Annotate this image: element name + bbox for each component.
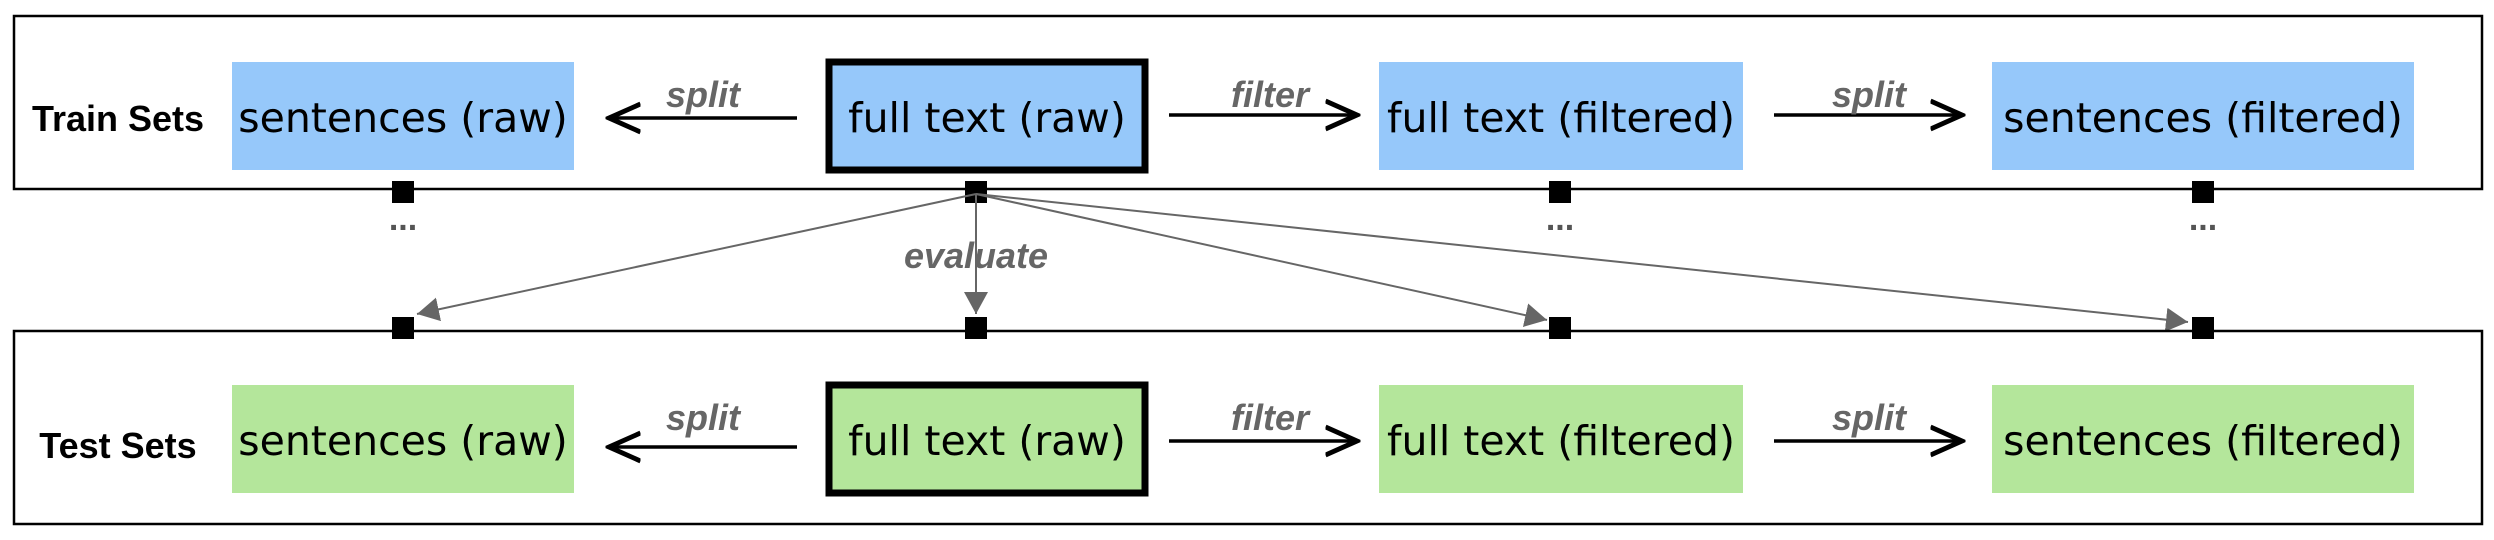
test-full-text-filtered-box — [1379, 385, 1743, 493]
train-more-col1: ... — [389, 200, 417, 238]
test-sets-label: Test Sets — [39, 425, 196, 466]
evaluate-arrow-col4 — [975, 193, 2189, 332]
train-full-text-filtered-label: full text (filtered) — [1387, 94, 1735, 142]
train-split-right-label: split — [1832, 74, 1908, 115]
test-port-col1 — [392, 317, 414, 339]
test-split-right-label: split — [1832, 397, 1908, 438]
train-port-col2 — [965, 181, 987, 203]
test-full-text-raw-label: full text (raw) — [848, 417, 1126, 465]
evaluate-label: evaluate — [904, 235, 1048, 276]
train-full-text-filtered-box — [1379, 62, 1743, 170]
test-sentences-filtered-label: sentences (filtered) — [2003, 417, 2403, 465]
train-sets-label: Train Sets — [32, 98, 204, 139]
test-sets-frame — [12, 329, 2484, 526]
test-split-left-label: split — [666, 397, 742, 438]
test-full-text-raw-box — [825, 381, 1149, 497]
test-sentences-raw-label: sentences (raw) — [238, 417, 568, 465]
train-sentences-filtered-box — [1992, 62, 2414, 170]
test-filter-label: filter — [1231, 397, 1311, 438]
train-full-text-raw-label: full text (raw) — [848, 94, 1126, 142]
test-sentences-raw-box — [232, 385, 574, 493]
test-port-col4 — [2192, 317, 2214, 339]
test-port-col2 — [965, 317, 987, 339]
train-more-col4: ... — [2189, 200, 2217, 238]
train-sentences-raw-label: sentences (raw) — [238, 94, 568, 142]
test-port-col3 — [1549, 317, 1571, 339]
train-sets-row: Train Sets sentences (raw) full text (ra… — [12, 14, 2484, 191]
evaluate-arrow-col3 — [975, 193, 1548, 327]
evaluate-arrows — [416, 193, 2189, 332]
train-port-col1 — [392, 181, 414, 203]
train-port-col3 — [1549, 181, 1571, 203]
train-sentences-filtered-label: sentences (filtered) — [2003, 94, 2403, 142]
train-sentences-raw-box — [232, 62, 574, 170]
test-sentences-filtered-box — [1992, 385, 2414, 493]
train-port-col4 — [2192, 181, 2214, 203]
train-more-col3: ... — [1546, 200, 1574, 238]
test-full-text-filtered-label: full text (filtered) — [1387, 417, 1735, 465]
test-sets-row: Test Sets sentences (raw) full text (raw… — [12, 329, 2484, 526]
train-full-text-raw-box — [825, 58, 1149, 174]
train-sets-frame — [12, 14, 2484, 191]
evaluate-arrow-col1 — [416, 193, 977, 322]
train-filter-label: filter — [1231, 74, 1311, 115]
train-split-left-label: split — [666, 74, 742, 115]
